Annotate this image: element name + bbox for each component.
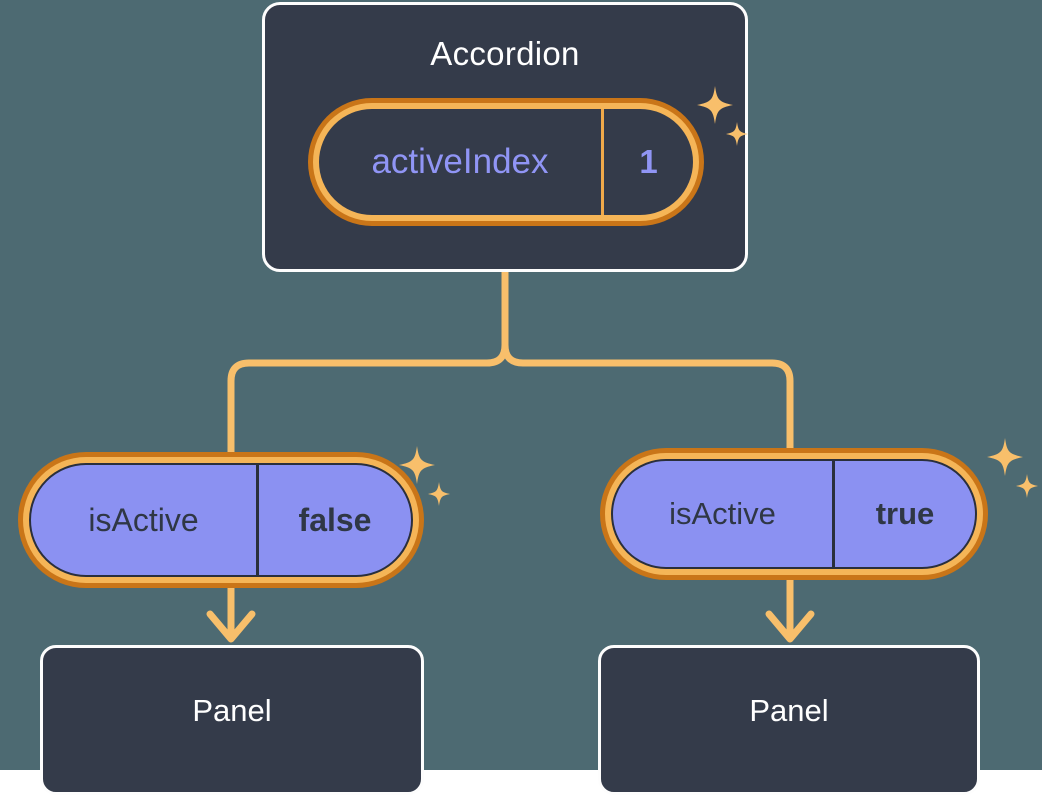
sparkle-icon	[987, 438, 1023, 476]
panel-right-title: Panel	[749, 693, 829, 728]
sparkle-icon	[428, 482, 450, 506]
state-pill-body: activeIndex 1	[319, 109, 693, 215]
state-key-active-index: activeIndex	[319, 109, 604, 215]
state-pill-ring: isActive false	[23, 457, 419, 583]
arrowhead-left	[206, 610, 256, 643]
component-node-panel-left[interactable]: Panel	[40, 645, 424, 795]
state-pill-is-active-true[interactable]: isActive true	[600, 448, 988, 580]
state-pill-ring: isActive true	[605, 453, 983, 575]
state-pill-is-active-false[interactable]: isActive false	[18, 452, 424, 588]
state-value-active-index: 1	[639, 143, 658, 180]
connector-root-to-children	[227, 268, 509, 456]
state-pill-ring: activeIndex 1	[313, 103, 699, 221]
state-pill-body: isActive true	[611, 459, 977, 569]
arrowhead-right	[765, 610, 815, 643]
accordion-node-title: Accordion	[430, 35, 580, 72]
state-value-is-active-right: true	[875, 496, 935, 531]
state-pill-body: isActive false	[29, 463, 413, 577]
panel-left-title: Panel	[192, 693, 272, 728]
state-pill-active-index[interactable]: activeIndex 1	[308, 98, 704, 226]
sparkle-icon	[1016, 474, 1038, 498]
sparkle-group-right-state	[987, 438, 1038, 498]
state-key-is-active-left: isActive	[31, 465, 259, 575]
connector-root-to-child-right	[501, 268, 794, 456]
state-value-is-active-left: false	[298, 501, 372, 538]
component-node-panel-right[interactable]: Panel	[598, 645, 980, 795]
state-key-is-active-right: isActive	[613, 461, 835, 567]
